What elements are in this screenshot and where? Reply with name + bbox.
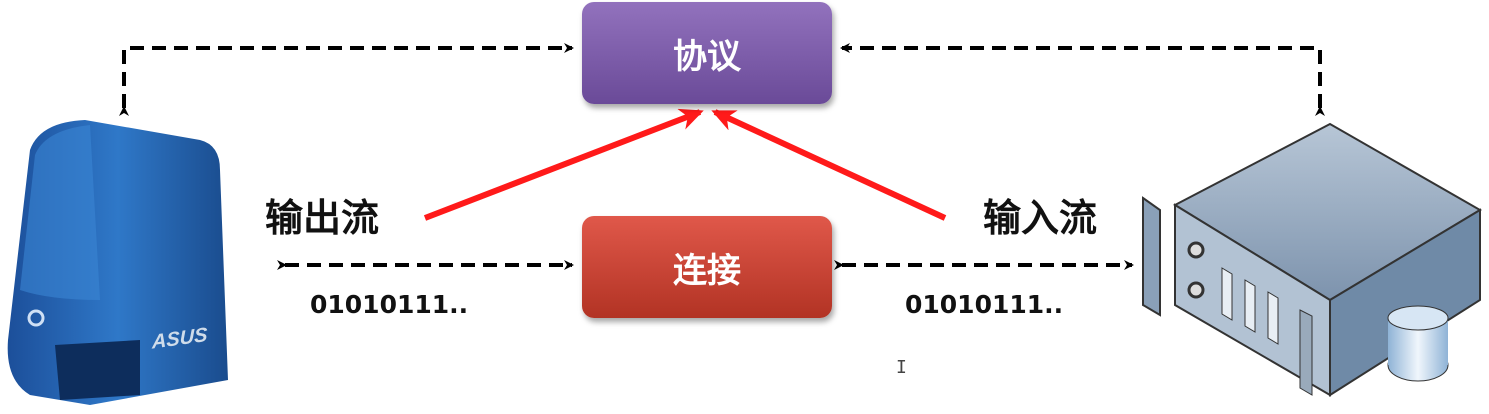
red-arrow-right <box>711 109 947 221</box>
connection-label: 连接 <box>673 250 741 291</box>
client-protocol-link <box>119 43 574 116</box>
protocol-label: 协议 <box>673 36 741 77</box>
output-stream-label: 输出流 <box>265 196 380 240</box>
text-cursor-icon: I <box>896 357 907 378</box>
protocol-node: 协议 <box>582 2 832 104</box>
input-bits-label: 01010111.. <box>905 290 1064 319</box>
server-icon <box>1142 122 1482 397</box>
output-bits-label: 01010111.. <box>310 290 469 319</box>
server-protocol-link <box>840 43 1325 116</box>
red-arrow-left <box>423 108 704 221</box>
connection-node: 连接 <box>582 216 832 318</box>
client-computer-icon: ASUS <box>7 120 228 405</box>
input-stream-label: 输入流 <box>983 196 1098 240</box>
